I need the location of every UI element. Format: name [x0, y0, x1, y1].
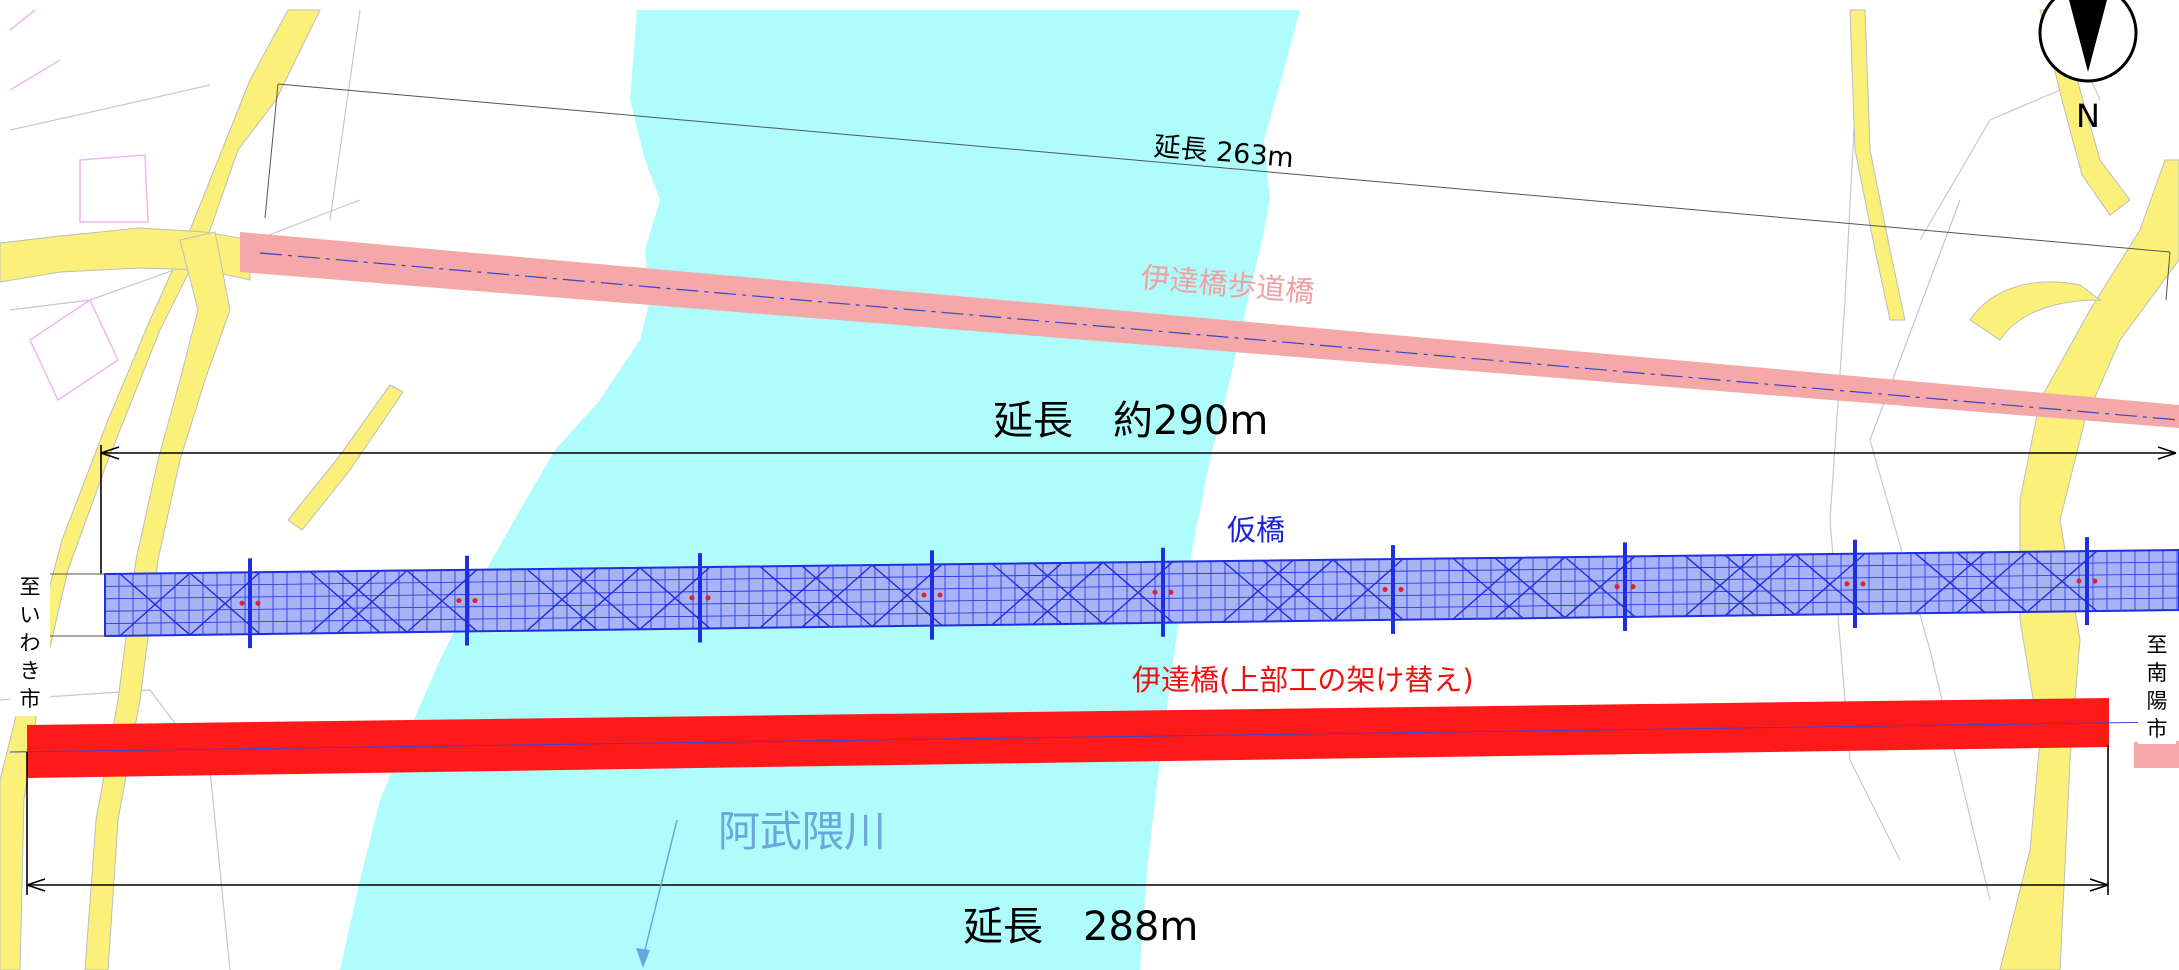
temporary-bridge-length-label: 延長 約290m [993, 398, 1268, 444]
to-iwaki-char: わ [20, 631, 41, 655]
to-iwaki-char: 市 [20, 687, 41, 711]
grid-line [104, 561, 2179, 587]
bracing [1914, 551, 1986, 614]
pier-marker [2076, 578, 2082, 584]
date-bridge-length-label: 延長 288m [963, 904, 1198, 950]
bracing [801, 564, 873, 628]
bracing [526, 567, 598, 632]
pedestrian-bridge [240, 232, 2179, 428]
to-iwaki-char: き [20, 659, 41, 683]
pier-marker [1152, 589, 1158, 595]
bracing [2026, 550, 2098, 613]
pier-marker [705, 595, 711, 601]
date-bridge-name-label: 伊達橋(上部工の架け替え) [1132, 663, 1474, 697]
to-iwaki-label: 至 い わ き 市 [20, 575, 41, 711]
date-bridge-centerline [9, 721, 2171, 753]
temporary-bridge [104, 537, 2179, 649]
pier-marker [1398, 586, 1404, 592]
bracing [991, 562, 1063, 626]
river-name-label: 阿武隈川 [718, 807, 886, 856]
grid-line [104, 573, 2179, 600]
building-outlines [9, 9, 149, 402]
bracing [1222, 559, 1294, 623]
temporary-bridge-deck [104, 548, 2179, 638]
bracing [1102, 561, 1174, 625]
pier-marker [1382, 586, 1388, 592]
date-bridge-east-approach [2134, 741, 2179, 768]
to-nanyo-label: 至 南 陽 市 [2147, 633, 2168, 741]
pier-marker [1614, 584, 1620, 590]
bracing [569, 567, 641, 631]
pier-marker [1844, 581, 1850, 587]
bracing [1684, 554, 1756, 617]
parcel-lines [0, 9, 2101, 970]
bracing [639, 566, 711, 630]
pier-marker [239, 600, 245, 606]
pier-marker [2092, 578, 2098, 584]
bracing [1794, 553, 1866, 616]
bracing [336, 569, 408, 634]
bracing [1032, 561, 1104, 625]
roads [0, 9, 2179, 970]
to-iwaki-char: い [20, 603, 41, 627]
temporary-bridge-name-label: 仮橋 [1227, 513, 1285, 547]
bracing [759, 565, 831, 629]
pier-marker [472, 598, 478, 604]
to-nanyo-char: 市 [2147, 717, 2168, 741]
bracing [1724, 553, 1796, 617]
bracing [1494, 556, 1566, 620]
bracing [1956, 551, 2028, 614]
north-label: N [2076, 97, 2100, 135]
bracing [1452, 557, 1524, 620]
bracing [119, 572, 191, 637]
pier-marker [255, 600, 261, 606]
pier-marker [689, 595, 695, 601]
pier-marker [456, 598, 462, 604]
to-nanyo-char: 南 [2147, 661, 2168, 685]
bracing [1332, 558, 1404, 622]
temporary-bridge-dimension [100, 445, 2177, 574]
pedestrian-bridge-centerline [259, 252, 2179, 421]
pedestrian-bridge-dimension [264, 83, 2171, 301]
bracing [406, 569, 478, 633]
north-arrow-icon [2038, 0, 2138, 83]
bracing [309, 570, 381, 634]
bracing [189, 571, 261, 636]
grid-line [104, 597, 2179, 624]
to-iwaki-label-bg [10, 568, 50, 716]
bracing [1262, 559, 1334, 623]
grid-line [104, 585, 2179, 612]
bracing [1564, 555, 1636, 619]
to-nanyo-char: 陽 [2147, 689, 2168, 713]
to-nanyo-label-bg [2138, 626, 2176, 744]
pier-marker [1860, 581, 1866, 587]
river-flow-arrow [636, 819, 678, 968]
temporary-bridge-end-ticks [50, 573, 108, 637]
date-bridge-main [27, 698, 2109, 778]
temporary-bridge-piers [119, 537, 2098, 649]
to-nanyo-char: 至 [2147, 633, 2168, 657]
pier-marker [1630, 584, 1636, 590]
to-iwaki-char: 至 [20, 575, 41, 599]
date-bridge-dimension [26, 745, 2109, 895]
pier-marker [937, 592, 943, 598]
bracing [871, 563, 943, 627]
pier-marker [1168, 589, 1174, 595]
pier-marker [921, 592, 927, 598]
